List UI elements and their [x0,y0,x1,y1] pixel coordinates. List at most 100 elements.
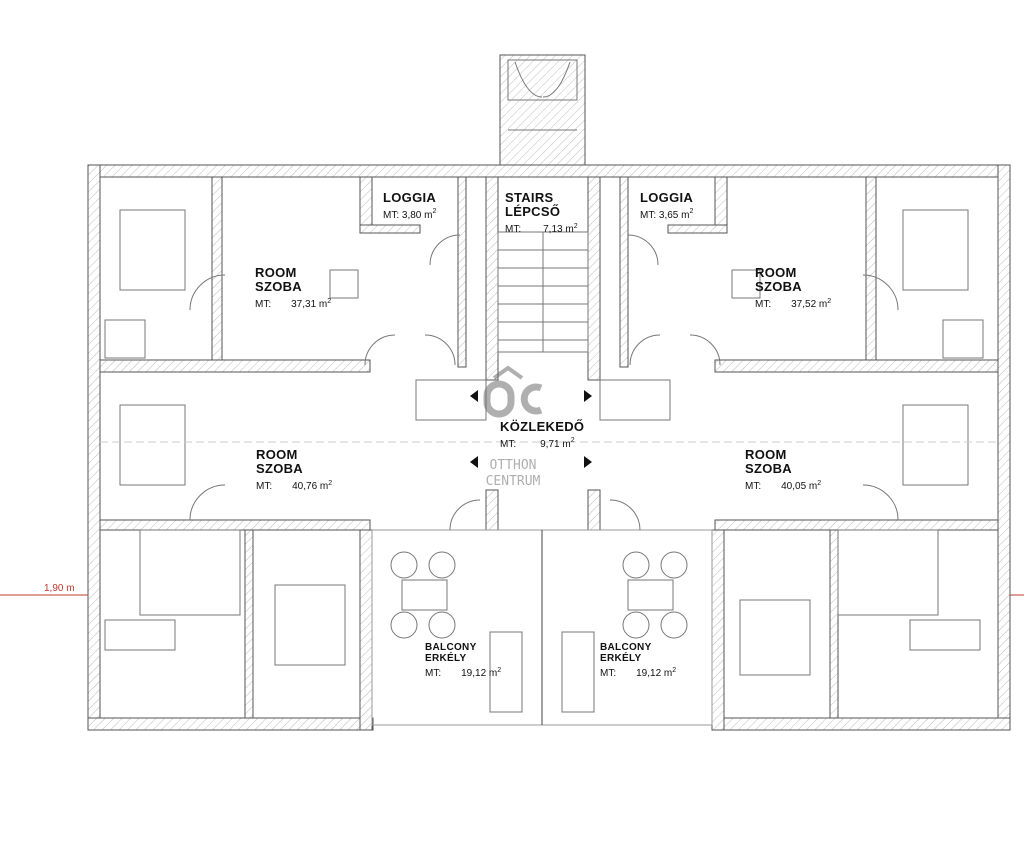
room-title: ROOM [745,447,787,462]
room-area: MT:40,76 m2 [256,479,333,492]
room-title: ROOM [755,265,797,280]
arrow-right-icon [584,390,592,402]
arrow-left-icon [470,390,478,402]
bathtub [104,619,176,651]
door-swing [862,484,899,521]
inner-wall [714,519,999,531]
door-swing [449,499,481,531]
room-title: ROOM [256,447,298,462]
room-title: LOGGIA [383,190,437,205]
stair-tower-wall [499,54,586,168]
room-subtitle: SZOBA [255,279,302,295]
outer-wall-top [87,164,1011,178]
room-area: MT:9,71 m2 [500,437,575,450]
door-swing [627,234,659,266]
bed [902,209,969,291]
outer-wall-right [997,164,1011,731]
door-swing [189,274,226,311]
dimension-label: 1,90 m [44,583,75,594]
corridor-arrows [470,390,592,468]
room-label-loggia-right: LOGGIA MT: 3,65 m2 [640,190,694,221]
inner-wall [714,359,999,373]
bathtub [909,619,981,651]
door-swing [189,484,226,521]
stair-landing [507,59,578,101]
balcony-chairs [390,551,688,639]
inner-wall [99,519,371,531]
bathroom-fixtures [139,529,241,616]
room-subtitle: SZOBA [256,461,303,477]
watermark-line1: OTTHON [489,458,537,473]
inner-wall [244,529,254,719]
room-label-mid-right: ROOM SZOBA MT:40,05 m2 [745,447,822,492]
room-area: MT:19,12 m2 [600,667,677,680]
logo-letter-c [520,383,543,415]
room-title: BALCONY [600,642,652,653]
door-swing [609,499,641,531]
room-label-top-left: ROOM SZOBA MT:37,31 m2 [255,265,332,310]
table [731,269,761,299]
bathroom-fixtures [837,529,939,616]
room-subtitle: SZOBA [755,279,802,295]
corridor-wall [485,489,499,531]
loggia-wall [359,224,421,234]
room-label-mid-left: ROOM SZOBA MT:40,76 m2 [256,447,333,492]
stair-steps [497,231,589,353]
room-label-top-right: ROOM SZOBA MT:37,52 m2 [755,265,832,310]
outer-wall-bottom-right [711,717,1011,731]
watermark-logo-mark [483,365,543,418]
bed [119,209,186,291]
balcony-table [401,579,448,611]
stair-wall [587,176,601,381]
outer-wall-bottom-left [87,717,374,731]
loggia-wall [359,176,373,230]
kitchen-wall [457,176,467,368]
room-title: STAIRS [505,190,554,205]
door-swing [424,334,456,366]
shower [942,319,984,359]
room-label-stairs: STAIRS LÉPCSŐ MT:7,13 m2 [505,190,587,235]
watermark-line2: CENTRUM [485,474,541,489]
inner-wall [99,359,371,373]
room-label-corridor: KÖZLEKEDŐ MT:9,71 m2 [500,419,584,450]
loggia-wall [714,176,728,230]
door-swing [429,234,461,266]
shower [104,319,146,359]
stair-wall [485,176,499,381]
table [329,269,359,299]
room-area: MT:19,12 m2 [425,667,502,680]
sofa [561,631,595,713]
room-label-balcony-right: BALCONY ERKÉLY MT:19,12 m2 [600,642,676,679]
door-swing [689,334,721,366]
loggia-wall [667,224,728,234]
room-area: MT:40,05 m2 [745,479,822,492]
room-title: BALCONY [425,642,477,653]
bed [274,584,346,666]
kitchen-wall [619,176,629,368]
logo-letter-o [483,380,515,418]
room-subtitle: ERKÉLY [600,653,642,664]
door-swing [629,334,661,366]
inner-wall [829,529,839,719]
inner-wall [865,176,877,361]
room-subtitle: SZOBA [745,461,792,477]
balcony-table [627,579,674,611]
door-swing [364,334,396,366]
door-swing [862,274,899,311]
room-title: LOGGIA [640,190,694,205]
room-area: MT:37,52 m2 [755,297,832,310]
room-subtitle: ERKÉLY [425,653,467,664]
room-area: MT:37,31 m2 [255,297,332,310]
door-swing [514,61,571,98]
outer-wall-left [87,164,101,731]
room-label-loggia-left: LOGGIA MT: 3,80 m2 [383,190,437,220]
room-area: MT: 3,65 m2 [640,208,694,221]
inner-wall [211,176,223,361]
inner-wall [359,529,373,731]
corridor-wall [587,489,601,531]
sofa [489,631,523,713]
storage-unit [599,379,671,421]
bed [739,599,811,676]
